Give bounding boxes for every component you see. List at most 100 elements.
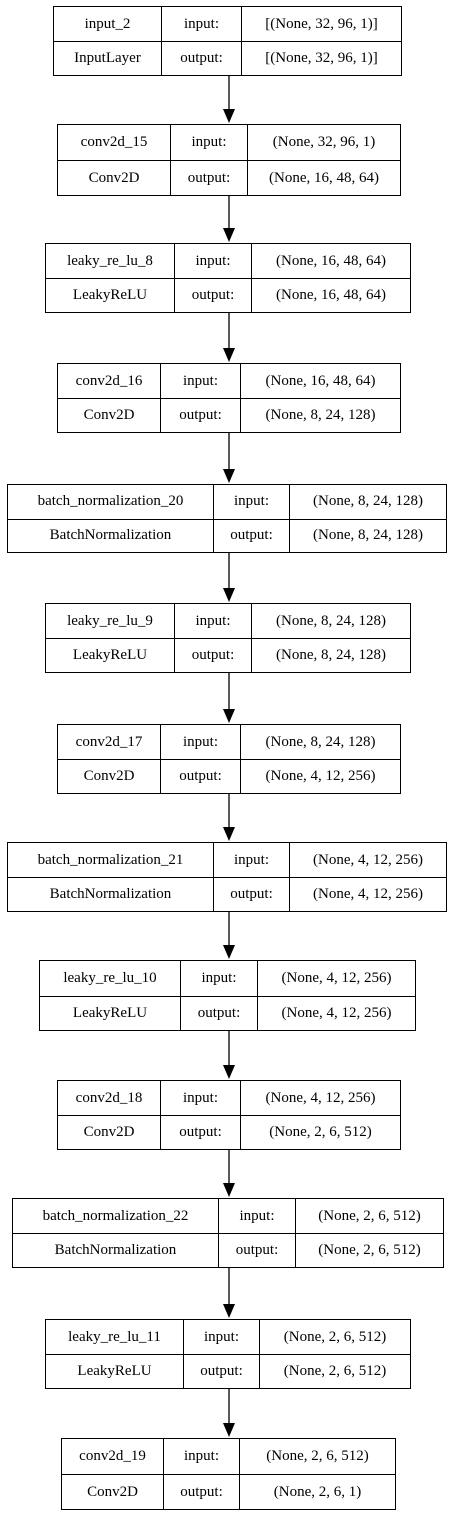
output-label: output: (213, 877, 289, 911)
output-label: output: (161, 41, 241, 75)
input-shape: (None, 2, 6, 512) (239, 1439, 395, 1474)
arrowhead-icon (223, 1183, 235, 1197)
layer-name: batch_normalization_21 (37, 851, 184, 868)
layer-type: BatchNormalization (8, 877, 213, 911)
input-label: input: (161, 7, 241, 41)
layer-type: BatchNormalization (8, 518, 213, 553)
layer-name: conv2d_15 (80, 134, 148, 150)
input-shape: (None, 32, 96, 1) (247, 125, 400, 160)
layer-type: InputLayer (54, 41, 161, 75)
output-label: output: (180, 995, 257, 1030)
arrowhead-icon (223, 1065, 235, 1079)
layer-type: LeakyReLU (46, 1354, 183, 1388)
arrowhead-icon (223, 945, 235, 959)
output-label: output: (170, 160, 247, 195)
output-shape: [(None, 32, 96, 1)] (241, 41, 401, 75)
arrowhead-icon (223, 709, 235, 723)
output-shape: (None, 2, 6, 512) (240, 1115, 400, 1149)
output-label: output: (218, 1233, 295, 1267)
arrowhead-icon (223, 469, 235, 483)
layer-type: LeakyReLU (46, 638, 174, 672)
layer-type: Conv2D (62, 1474, 163, 1509)
layer-type: BatchNormalization (13, 1233, 218, 1267)
input-shape: (None, 8, 24, 128) (240, 725, 400, 759)
input-label: input: (163, 1439, 239, 1474)
output-shape: (None, 16, 48, 64) (247, 160, 400, 195)
input-shape: (None, 4, 12, 256) (240, 1081, 400, 1115)
output-shape: (None, 4, 12, 256) (289, 877, 446, 911)
layer-node-conv2d-15: conv2d_15 input: (None, 32, 96, 1) Conv2… (57, 124, 401, 196)
layer-type: Conv2D (58, 1115, 160, 1149)
output-label: output: (174, 278, 251, 312)
output-label: output: (174, 638, 251, 672)
layer-name: batch_normalization_20 (37, 493, 184, 510)
input-shape: (None, 16, 48, 64) (251, 244, 410, 278)
arrowhead-icon (223, 1423, 235, 1437)
layer-name: conv2d_16 (75, 372, 143, 389)
output-shape: (None, 4, 12, 256) (257, 995, 415, 1030)
layer-type: LeakyReLU (40, 995, 180, 1031)
output-shape: (None, 2, 6, 512) (295, 1233, 443, 1267)
layer-name: conv2d_18 (75, 1089, 143, 1106)
layer-node-batch-normalization-21: batch_normalization_21 input: (None, 4, … (7, 842, 447, 912)
input-label: input: (213, 843, 289, 877)
arrowhead-icon (223, 827, 235, 841)
output-label: output: (163, 1474, 239, 1509)
input-shape: (None, 2, 6, 512) (259, 1320, 410, 1354)
arrowhead-icon (223, 109, 235, 123)
output-shape: (None, 16, 48, 64) (251, 278, 410, 312)
layer-name: leaky_re_lu_9 (67, 612, 153, 629)
output-label: output: (183, 1354, 259, 1388)
input-shape: (None, 8, 24, 128) (251, 604, 410, 638)
output-shape: (None, 8, 24, 128) (289, 518, 446, 552)
layer-node-conv2d-18: conv2d_18 input: (None, 4, 12, 256) Conv… (57, 1080, 401, 1150)
input-shape: (None, 8, 24, 128) (289, 485, 446, 519)
input-label: input: (174, 244, 251, 278)
input-shape: (None, 4, 12, 256) (289, 843, 446, 877)
layer-node-batch-normalization-20: batch_normalization_20 input: (None, 8, … (7, 484, 447, 553)
arrowhead-icon (223, 1304, 235, 1318)
layer-name: leaky_re_lu_8 (67, 252, 153, 269)
layer-node-conv2d-16: conv2d_16 input: (None, 16, 48, 64) Conv… (57, 363, 401, 433)
layer-node-leaky-re-lu-9: leaky_re_lu_9 input: (None, 8, 24, 128) … (45, 603, 411, 673)
output-label: output: (213, 518, 289, 552)
arrowhead-icon (223, 348, 235, 362)
layer-name: leaky_re_lu_10 (63, 969, 157, 986)
input-label: input: (160, 1081, 240, 1115)
input-label: input: (170, 125, 247, 160)
layer-node-batch-normalization-22: batch_normalization_22 input: (None, 2, … (12, 1198, 444, 1268)
output-label: output: (160, 398, 240, 432)
layer-type: Conv2D (58, 759, 160, 793)
output-shape: (None, 8, 24, 128) (240, 398, 400, 432)
layer-type: LeakyReLU (46, 278, 174, 312)
layer-name: conv2d_19 (79, 1448, 146, 1464)
input-label: input: (183, 1320, 259, 1354)
output-label: output: (160, 759, 240, 793)
layer-type: Conv2D (58, 160, 170, 195)
arrowhead-icon (223, 228, 235, 242)
layer-name: leaky_re_lu_11 (68, 1328, 161, 1345)
layer-name: input_2 (84, 15, 131, 32)
output-shape: (None, 8, 24, 128) (251, 638, 410, 672)
input-label: input: (213, 485, 289, 519)
input-shape: (None, 2, 6, 512) (295, 1199, 443, 1233)
input-label: input: (160, 725, 240, 759)
input-label: input: (180, 961, 257, 996)
layer-name: conv2d_17 (75, 733, 143, 750)
layer-type: Conv2D (58, 398, 160, 432)
layer-node-conv2d-17: conv2d_17 input: (None, 8, 24, 128) Conv… (57, 724, 401, 794)
layer-node-leaky-re-lu-8: leaky_re_lu_8 input: (None, 16, 48, 64) … (45, 243, 411, 313)
output-shape: (None, 4, 12, 256) (240, 759, 400, 793)
input-shape: (None, 4, 12, 256) (257, 961, 415, 996)
input-label: input: (174, 604, 251, 638)
input-shape: [(None, 32, 96, 1)] (241, 7, 401, 41)
layer-node-leaky-re-lu-10: leaky_re_lu_10 input: (None, 4, 12, 256)… (39, 960, 416, 1031)
input-shape: (None, 16, 48, 64) (240, 364, 400, 398)
output-shape: (None, 2, 6, 1) (239, 1474, 395, 1509)
layer-node-input-2: input_2 input: [(None, 32, 96, 1)] Input… (53, 6, 402, 76)
output-shape: (None, 2, 6, 512) (259, 1354, 410, 1388)
layer-node-leaky-re-lu-11: leaky_re_lu_11 input: (None, 2, 6, 512) … (45, 1319, 411, 1389)
output-label: output: (160, 1115, 240, 1149)
layer-node-conv2d-19: conv2d_19 input: (None, 2, 6, 512) Conv2… (61, 1438, 396, 1510)
